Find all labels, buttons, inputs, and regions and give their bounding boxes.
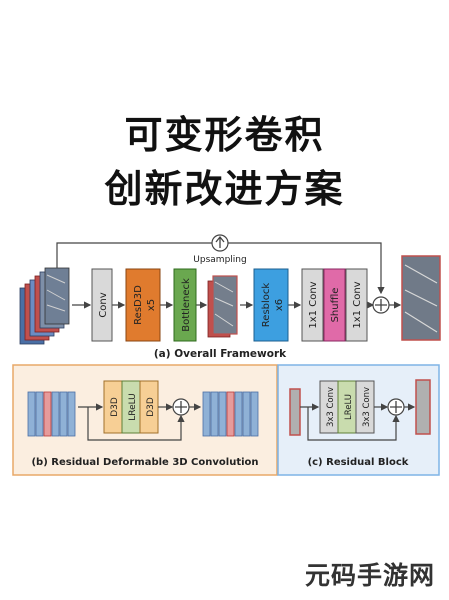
rb-output-feature <box>415 379 431 435</box>
conv1x1-b-block <box>345 268 368 342</box>
input-frame-stack <box>19 267 70 345</box>
rb-conv-1-label: 3x3 Conv <box>326 387 336 427</box>
resd3d-label: ResD3D <box>133 285 144 325</box>
bottleneck-block <box>173 268 197 342</box>
feature-frame-stack <box>207 275 238 338</box>
title-line-1: 可变形卷积 <box>124 113 325 157</box>
resblock-repeat: x6 <box>274 299 285 311</box>
d3d-1-label: D3D <box>110 397 120 417</box>
conv1x1-a-block <box>301 268 324 342</box>
rd3d-output-stack <box>202 391 259 437</box>
conv-label: Conv <box>98 292 109 317</box>
conv1x1-a-label: 1x1 Conv <box>308 281 319 328</box>
d3d-2-label: D3D <box>146 397 156 417</box>
title-line-2: 创新改进方案 <box>104 167 345 211</box>
resblock-block <box>253 268 289 342</box>
conv-block <box>91 268 113 342</box>
rd3d-input-stack <box>27 391 76 437</box>
bottleneck-label: Bottleneck <box>181 278 192 332</box>
rb-lrelu-label: LReLU <box>344 394 354 420</box>
rb-input-feature <box>289 388 301 436</box>
caption-residual-block: (c) Residual Block <box>308 457 409 468</box>
shuffle-block <box>323 268 346 342</box>
watermark: 元码手游网 <box>304 561 435 590</box>
caption-overall: (a) Overall Framework <box>154 348 287 360</box>
upsampling-label: Upsampling <box>193 255 246 265</box>
resd3d-repeat: x5 <box>146 299 157 311</box>
rb-conv-2-label: 3x3 Conv <box>362 387 372 427</box>
caption-residual-deformable: (b) Residual Deformable 3D Convolution <box>31 457 258 468</box>
lrelu-b-label: LReLU <box>128 393 138 421</box>
shuffle-label: Shuffle <box>330 288 341 323</box>
output-image <box>401 255 441 341</box>
conv1x1-b-label: 1x1 Conv <box>352 281 363 328</box>
resd3d-block <box>125 268 161 342</box>
resblock-label: Resblock <box>261 283 272 328</box>
